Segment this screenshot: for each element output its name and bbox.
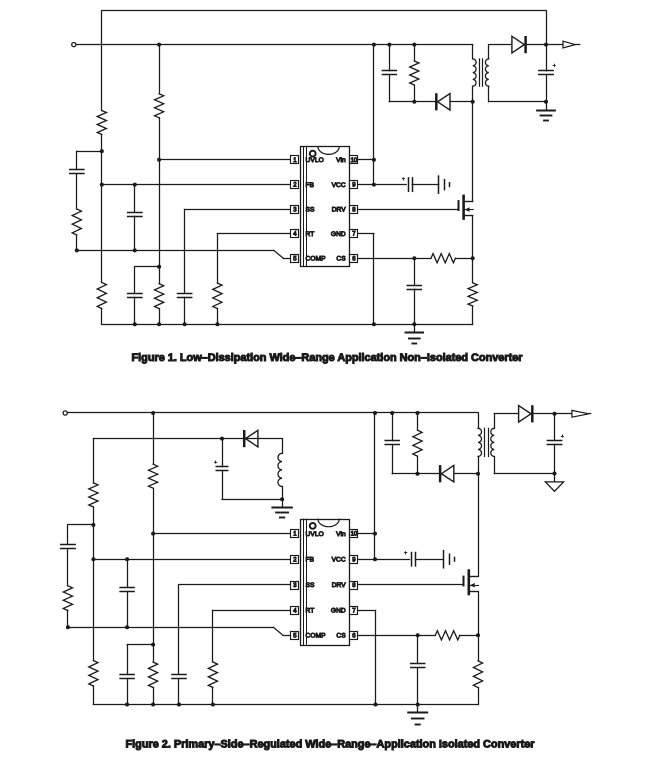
svg-text:VCC: VCC [332,556,346,563]
svg-text:5: 5 [293,633,297,639]
svg-text:COMP: COMP [306,633,327,640]
svg-text:CS: CS [336,633,346,640]
svg-text:Figure 1. Low–Dissipation Wide: Figure 1. Low–Dissipation Wide–Range App… [131,352,523,364]
svg-text:GND: GND [331,608,346,615]
svg-text:1: 1 [293,532,297,538]
svg-text:8: 8 [352,208,356,214]
svg-text:UVLO: UVLO [306,531,324,538]
svg-text:5: 5 [293,256,297,262]
svg-text:DRV: DRV [332,582,347,589]
svg-text:FB: FB [306,556,315,563]
svg-text:Figure 2. Primary–Side–Regulat: Figure 2. Primary–Side–Regulated Wide–Ra… [125,739,535,751]
svg-text:VCC: VCC [332,182,346,189]
svg-text:COMP: COMP [306,255,327,262]
svg-text:6: 6 [352,256,356,262]
svg-text:7: 7 [352,608,356,614]
svg-text:10: 10 [351,532,358,538]
svg-text:SS: SS [306,582,315,589]
svg-text:7: 7 [352,232,356,238]
svg-text:1: 1 [293,158,297,164]
svg-text:10: 10 [351,158,358,164]
svg-text:8: 8 [352,583,356,589]
svg-text:2: 2 [293,557,297,563]
svg-text:UVLO: UVLO [306,157,324,164]
svg-text:Vin: Vin [336,531,346,538]
svg-text:2: 2 [293,183,297,189]
svg-text:SS: SS [306,207,315,214]
svg-text:CS: CS [336,255,346,262]
svg-text:3: 3 [293,583,297,589]
svg-text:9: 9 [352,183,356,189]
svg-text:6: 6 [352,633,356,639]
svg-text:RT: RT [306,231,315,238]
svg-text:GND: GND [331,231,346,238]
svg-text:DRV: DRV [332,207,347,214]
svg-text:9: 9 [352,557,356,563]
svg-text:RT: RT [306,608,315,615]
svg-text:Vin: Vin [336,157,346,164]
svg-text:FB: FB [306,182,315,189]
svg-text:4: 4 [293,232,297,238]
svg-text:4: 4 [293,608,297,614]
svg-text:3: 3 [293,208,297,214]
